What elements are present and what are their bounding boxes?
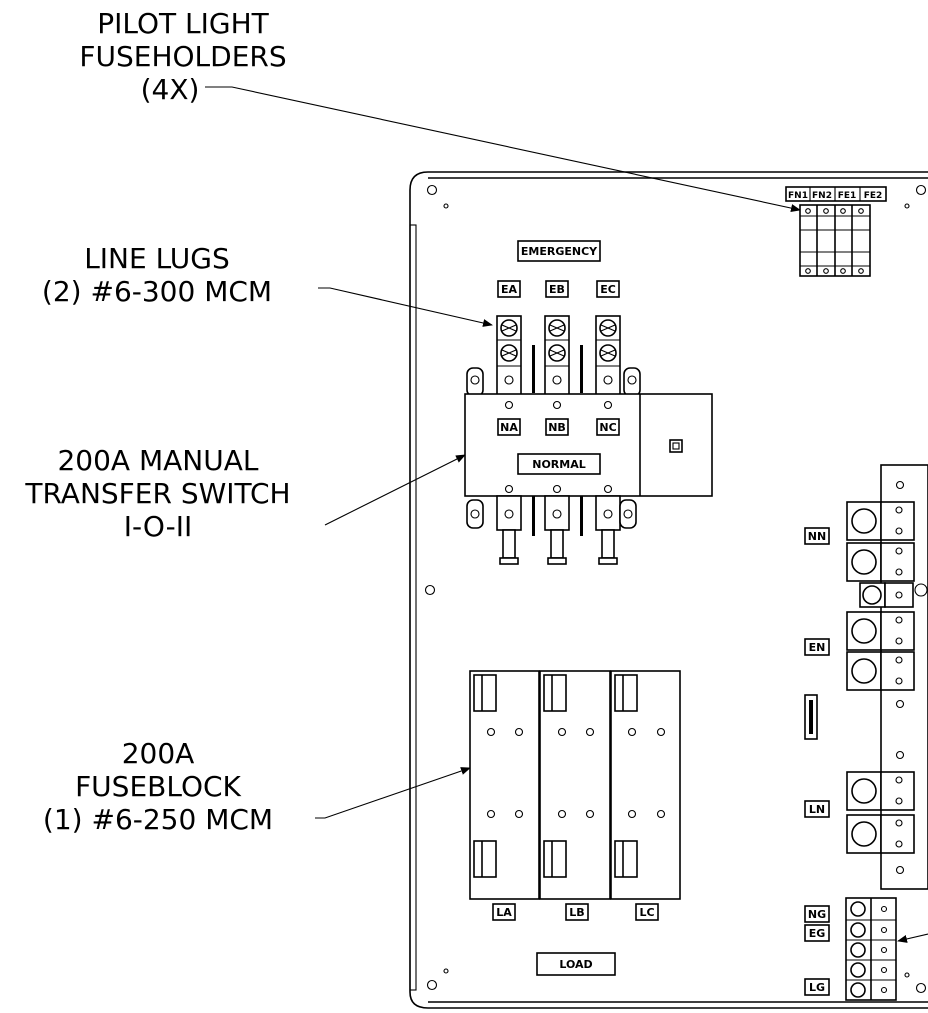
normal-label: NORMAL <box>532 458 586 471</box>
callout-switch-line-2: TRANSFER SWITCH <box>24 477 290 510</box>
tag-nb-label: NB <box>548 421 566 434</box>
fuseblock-pole-c <box>610 670 681 900</box>
switch-bottom-terminals <box>466 495 637 565</box>
mount-ear-left-bottom <box>466 499 484 529</box>
tag-nc-label: NC <box>599 421 616 434</box>
tag-ng-label: NG <box>808 908 826 921</box>
fuse-tag-fn1: FN1 <box>788 191 808 201</box>
mount-ear-right-bottom <box>619 499 637 529</box>
tag-ng <box>804 905 830 923</box>
tag-nn-label: NN <box>808 530 826 543</box>
callout-line-lugs-line-2: (2) #6-300 MCM <box>42 275 272 308</box>
neutral-bar: NN EN LN <box>804 464 928 890</box>
fuse-tag-fn2: FN2 <box>812 191 832 201</box>
transfer-switch: NA NB NC NORMAL <box>464 393 713 497</box>
tag-la <box>492 903 516 921</box>
tag-en <box>804 638 830 656</box>
load-section: LA LB LC LOAD <box>492 903 659 976</box>
tag-ln-label: LN <box>809 803 825 816</box>
tag-lc <box>635 903 659 921</box>
leader-edge-3 <box>897 933 928 943</box>
emergency-section: EMERGENCY EA EB EC <box>497 240 620 298</box>
fuse-tag-fe2: FE2 <box>864 191 883 201</box>
tag-ea-label: EA <box>501 283 518 296</box>
leader-transfer-switch <box>324 454 466 526</box>
callout-transfer-switch: 200A MANUAL TRANSFER SWITCH I-O-II <box>24 444 290 543</box>
tag-ea <box>497 280 521 298</box>
tag-lg <box>804 978 830 996</box>
fuse-tag-strip <box>785 186 887 202</box>
tag-ec-label: EC <box>600 283 616 296</box>
switch-body <box>464 393 713 497</box>
callout-switch-line-3: I-O-II <box>124 510 193 543</box>
callout-fuseblock-line-3: (1) #6-250 MCM <box>43 803 273 836</box>
tag-ec <box>596 280 620 298</box>
emergency-tag <box>517 240 601 262</box>
mount-ear-right-top <box>623 367 641 397</box>
fuseblock-pole-b <box>539 670 611 900</box>
tag-eg <box>804 924 830 942</box>
ground-bar: NG EG LG <box>804 897 897 1001</box>
tag-nc <box>596 418 620 436</box>
back-panel <box>409 171 928 1009</box>
lug-ea <box>496 315 522 397</box>
leader-fuseblock <box>315 767 471 819</box>
tag-lb-label: LB <box>569 906 584 919</box>
tag-lc-label: LC <box>639 906 654 919</box>
tag-nn <box>804 527 830 545</box>
switch-handle <box>669 439 683 453</box>
fuseblock <box>469 670 681 900</box>
callout-fuseblock: 200A FUSEBLOCK (1) #6-250 MCM <box>43 737 273 836</box>
lug-eb <box>544 315 570 397</box>
callout-line-lugs: LINE LUGS (2) #6-300 MCM <box>42 242 272 308</box>
callout-fuseblock-line-1: 200A <box>122 737 195 770</box>
tag-lb <box>565 903 589 921</box>
tag-na-label: NA <box>500 421 518 434</box>
mount-hole <box>426 184 438 196</box>
tag-lg-label: LG <box>809 981 825 994</box>
tag-nb <box>545 418 569 436</box>
callout-pilot-line-2: FUSEHOLDERS <box>79 40 286 73</box>
tag-eb-label: EB <box>549 283 565 296</box>
callout-fuseblock-line-2: FUSEBLOCK <box>75 770 241 803</box>
leader-pilot <box>205 86 801 213</box>
load-label: LOAD <box>559 958 592 971</box>
leader-line-lugs <box>318 287 493 327</box>
pilot-fuseholders: FN1 FN2 FE1 FE2 <box>785 186 887 277</box>
tag-ln <box>804 800 830 818</box>
tag-eg-label: EG <box>809 927 826 940</box>
callout-switch-line-1: 200A MANUAL <box>57 444 258 477</box>
tag-la-label: LA <box>496 906 512 919</box>
emergency-label: EMERGENCY <box>521 245 598 258</box>
normal-tag <box>517 453 601 475</box>
callout-line-lugs-line-1: LINE LUGS <box>84 242 230 275</box>
tag-en-label: EN <box>809 641 826 654</box>
lug-ec <box>595 315 621 397</box>
callout-pilot-line-1: PILOT LIGHT <box>97 7 269 40</box>
line-lugs <box>466 315 641 397</box>
mount-ear-left-top <box>466 367 484 397</box>
tag-eb <box>545 280 569 298</box>
load-tag <box>536 952 616 976</box>
fuse-tag-fe1: FE1 <box>838 191 857 201</box>
callout-pilot-light: PILOT LIGHT FUSEHOLDERS (4X) <box>79 7 286 106</box>
callout-pilot-line-3: (4X) <box>141 73 200 106</box>
fuseblock-pole-a <box>469 670 540 900</box>
tag-na <box>497 418 521 436</box>
